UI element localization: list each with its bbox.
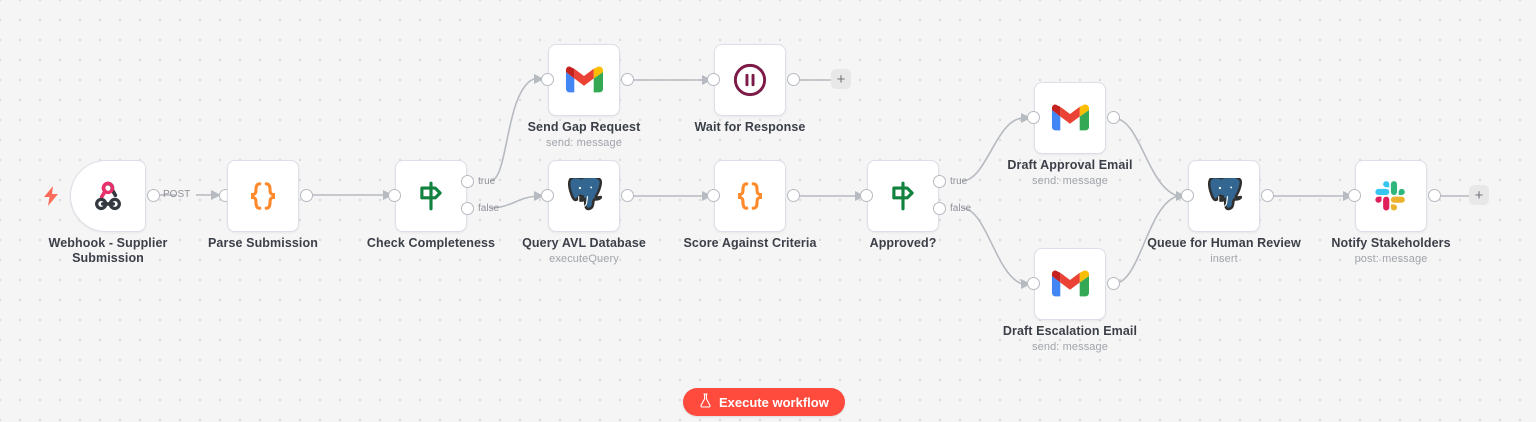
port-label-approved-false: false	[950, 203, 972, 214]
edge-approved-draft-escalation	[961, 207, 1028, 285]
port-check-true[interactable]	[461, 175, 474, 188]
add-node-after-wait-button[interactable]: +	[831, 69, 851, 89]
edge-draft-approval-queue	[1112, 117, 1182, 197]
port-notify-input[interactable]	[1348, 189, 1361, 202]
gmail-icon	[1050, 98, 1090, 138]
port-check-input[interactable]	[388, 189, 401, 202]
node-label-parse: Parse Submission	[183, 236, 343, 251]
node-label-notify: Notify Stakeholders post: message	[1311, 236, 1471, 266]
node-subtitle-draft-approval: send: message	[1032, 175, 1108, 187]
node-label-check: Check Completeness	[351, 236, 511, 251]
lightning-bolt-icon	[43, 186, 59, 209]
node-title-gap: Send Gap Request	[527, 120, 641, 134]
port-label-approved-true: true	[950, 176, 968, 187]
node-title-parse: Parse Submission	[208, 236, 318, 250]
node-title-draft-approval: Draft Approval Email	[1007, 158, 1133, 172]
port-wait-input[interactable]	[707, 73, 720, 86]
node-title-check: Check Completeness	[366, 236, 496, 250]
port-label-check-true: true	[478, 176, 496, 187]
node-label-draft-approval: Draft Approval Email send: message	[990, 158, 1150, 188]
port-draft-approval-input[interactable]	[1027, 111, 1040, 124]
port-gap-output[interactable]	[621, 73, 634, 86]
port-queue-input[interactable]	[1181, 189, 1194, 202]
node-send-gap-request[interactable]	[548, 44, 620, 116]
port-avl-output[interactable]	[621, 189, 634, 202]
node-subtitle-notify: post: message	[1354, 253, 1428, 265]
if-signpost-icon	[883, 176, 923, 216]
node-notify-stakeholders[interactable]	[1355, 160, 1427, 232]
node-label-queue: Queue for Human Review insert	[1144, 236, 1304, 266]
gmail-icon	[564, 60, 604, 100]
slack-icon	[1371, 176, 1411, 216]
node-queue-for-human-review[interactable]	[1188, 160, 1260, 232]
port-approved-true[interactable]	[933, 175, 946, 188]
pause-circle-icon	[730, 60, 770, 100]
node-parse-submission[interactable]	[227, 160, 299, 232]
node-label-avl: Query AVL Database executeQuery	[504, 236, 664, 266]
port-avl-input[interactable]	[541, 189, 554, 202]
port-score-output[interactable]	[787, 189, 800, 202]
node-title-wait: Wait for Response	[694, 120, 806, 134]
port-approved-false[interactable]	[933, 202, 946, 215]
node-wait-for-response[interactable]	[714, 44, 786, 116]
port-label-check-false: false	[478, 203, 500, 214]
node-title-avl: Query AVL Database	[522, 236, 646, 250]
node-subtitle-draft-escalation: send: message	[1032, 341, 1108, 353]
port-gap-input[interactable]	[541, 73, 554, 86]
gmail-icon	[1050, 264, 1090, 304]
flask-icon	[699, 393, 712, 411]
node-webhook-supplier-submission[interactable]	[70, 160, 146, 232]
node-title-approved: Approved?	[869, 236, 937, 250]
node-query-avl-database[interactable]	[548, 160, 620, 232]
node-label-webhook: Webhook - Supplier Submission	[28, 236, 188, 266]
edge-label-webhook-method: POST	[163, 189, 191, 200]
node-label-score: Score Against Criteria	[670, 236, 830, 251]
port-queue-output[interactable]	[1261, 189, 1274, 202]
node-subtitle-avl: executeQuery	[549, 253, 619, 265]
add-node-after-notify-button[interactable]: +	[1469, 185, 1489, 205]
postgres-icon	[564, 176, 604, 216]
plus-icon-notify: +	[1474, 186, 1484, 204]
node-title-queue: Queue for Human Review	[1147, 236, 1301, 250]
node-approved[interactable]	[867, 160, 939, 232]
edge-draft-escalation-queue	[1112, 195, 1182, 285]
node-title-notify: Notify Stakeholders	[1331, 236, 1451, 250]
node-title-draft-escalation: Draft Escalation Email	[1002, 324, 1138, 338]
port-draft-escalation-input[interactable]	[1027, 277, 1040, 290]
node-title-score: Score Against Criteria	[683, 236, 817, 250]
node-check-completeness[interactable]	[395, 160, 467, 232]
port-score-input[interactable]	[707, 189, 720, 202]
execute-workflow-button[interactable]: Execute workflow	[683, 388, 845, 416]
port-draft-approval-output[interactable]	[1107, 111, 1120, 124]
edge-approved-draft-approval	[961, 116, 1028, 182]
node-score-against-criteria[interactable]	[714, 160, 786, 232]
code-braces-icon	[730, 176, 770, 216]
node-subtitle-queue: insert	[1210, 253, 1238, 265]
edge-check-gap	[489, 77, 542, 182]
execute-workflow-label: Execute workflow	[719, 394, 829, 410]
port-notify-output[interactable]	[1428, 189, 1441, 202]
node-label-approved: Approved?	[823, 236, 983, 251]
node-label-gap: Send Gap Request send: message	[504, 120, 664, 150]
node-subtitle-gap: send: message	[546, 137, 622, 149]
node-title-webhook: Webhook - Supplier Submission	[48, 236, 168, 265]
node-draft-approval-email[interactable]	[1034, 82, 1106, 154]
postgres-icon	[1204, 176, 1244, 216]
port-wait-output[interactable]	[787, 73, 800, 86]
plus-icon-wait: +	[836, 70, 846, 88]
port-parse-output[interactable]	[300, 189, 313, 202]
node-label-wait: Wait for Response	[670, 120, 830, 135]
webhook-icon	[88, 176, 128, 216]
if-signpost-icon	[411, 176, 451, 216]
port-approved-input[interactable]	[860, 189, 873, 202]
node-draft-escalation-email[interactable]	[1034, 248, 1106, 320]
port-webhook-output[interactable]	[147, 189, 160, 202]
node-label-draft-escalation: Draft Escalation Email send: message	[990, 324, 1150, 354]
code-braces-icon	[243, 176, 283, 216]
port-draft-escalation-output[interactable]	[1107, 277, 1120, 290]
port-check-false[interactable]	[461, 202, 474, 215]
